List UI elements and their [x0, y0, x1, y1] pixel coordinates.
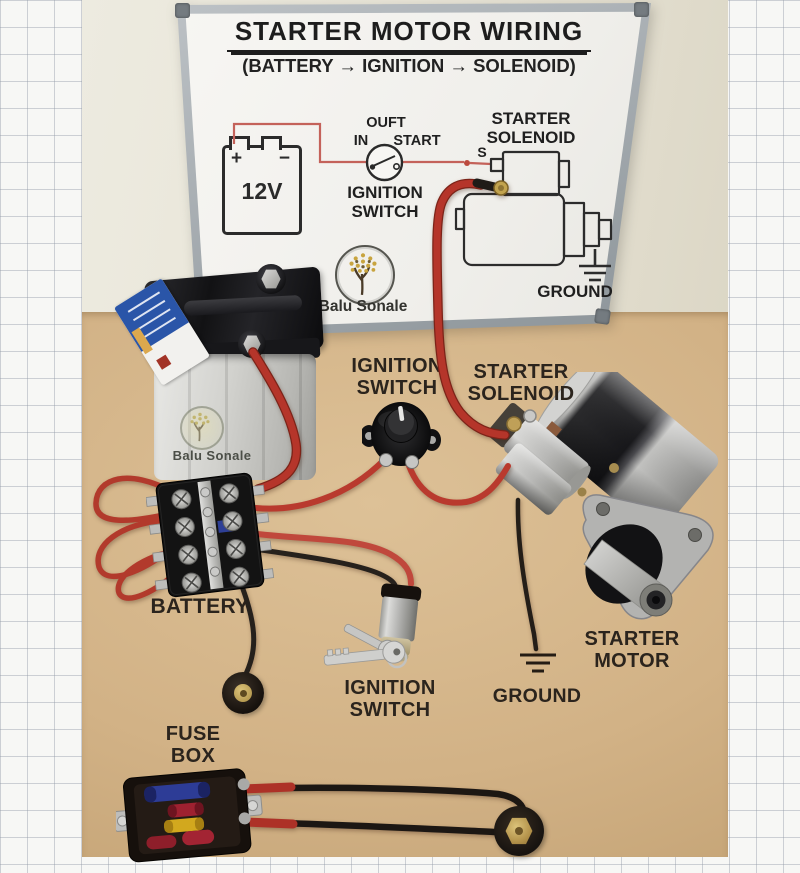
- key-slot: [398, 405, 405, 421]
- battery-terminal-far: [256, 264, 286, 294]
- copper-tab: [546, 421, 562, 437]
- solenoid-symbol-drawing: [454, 150, 613, 267]
- plus-sign: +: [231, 148, 243, 169]
- battery-symbol: + − 12V: [222, 136, 302, 235]
- fuse-yellow: [163, 817, 205, 833]
- ignition-switch-caption: IGNITION SWITCH: [347, 183, 423, 221]
- car-battery: Balu Sonale: [113, 264, 340, 488]
- logo-emblem: [335, 245, 395, 305]
- battery-voltage: 12V: [241, 178, 283, 204]
- switch-symbol-drawing: [365, 143, 404, 182]
- bus-bar-screws: [200, 487, 221, 577]
- motor-main-cylinder: [534, 372, 719, 533]
- switch-terminal-screw: [405, 455, 419, 469]
- starter-motor: [487, 372, 719, 620]
- battery-terminal-near: [238, 330, 266, 358]
- starter-solenoid-caption: STARTER SOLENOID: [486, 109, 576, 147]
- ground-symbol-drawing: [579, 249, 611, 282]
- fuse-blue: [144, 781, 211, 803]
- battery-logo-emblem: [180, 406, 224, 450]
- label-ignition-switch-bottom: IGNITION SWITCH: [344, 677, 436, 721]
- tree-icon: [190, 412, 210, 442]
- label-starter-solenoid: STARTER SOLENOID: [467, 361, 575, 405]
- whiteboard-subtitle: (BATTERY → IGNITION → SOLENOID): [242, 55, 576, 76]
- fuse-red-mid: [167, 802, 204, 818]
- label-starter-motor: STARTER MOTOR: [584, 628, 680, 672]
- tree-icon: [349, 253, 377, 295]
- label-ground: GROUND: [492, 685, 582, 707]
- ignition-switch-unit: [362, 402, 441, 469]
- diagram-red-wire: [232, 122, 492, 166]
- fuse-box-unit: [116, 768, 263, 863]
- s-terminal-label: S: [477, 144, 487, 160]
- brass-screw: [609, 463, 619, 473]
- frame-corner-cap: [634, 2, 649, 17]
- switch-terminal-screw: [379, 453, 393, 467]
- label-battery: BATTERY: [150, 595, 250, 618]
- logo-text: Balu Sonale: [318, 298, 408, 315]
- battery-terminal-block: [146, 472, 275, 598]
- fuse-red-left: [146, 834, 177, 850]
- frame-corner-cap: [175, 3, 190, 18]
- solenoid-terminal-bolt: [506, 416, 522, 432]
- key-ignition-switch: [323, 583, 422, 669]
- ground-caption: GROUND: [537, 282, 613, 301]
- label-ignition-switch-top: IGNITION SWITCH: [351, 355, 443, 399]
- ground-symbol-board: [520, 653, 556, 673]
- whiteboard-title: STARTER MOTOR WIRING: [176, 16, 642, 52]
- switch-out-label: OUFT: [366, 115, 406, 131]
- ground-eyelet: [222, 672, 264, 714]
- ground-stud: [494, 806, 544, 856]
- switch-start-label: START: [393, 133, 441, 149]
- fuse-red-right: [182, 829, 215, 846]
- solenoid-lower-barrel: [495, 443, 572, 515]
- wiring-diagram-drawing: [232, 122, 613, 282]
- sticker-logo-mark: [156, 354, 172, 370]
- battery-logo-text: Balu Sonale: [172, 448, 252, 463]
- wire-junction-dot: [464, 160, 470, 166]
- solenoid-terminal-bolt: [523, 409, 537, 423]
- battery-symbol-terminal: [261, 136, 282, 150]
- switch-in-label: IN: [353, 133, 369, 149]
- label-fuse-box: FUSE BOX: [165, 723, 221, 767]
- brass-screw: [577, 487, 587, 497]
- key-large: [323, 640, 406, 666]
- minus-sign: −: [278, 148, 290, 169]
